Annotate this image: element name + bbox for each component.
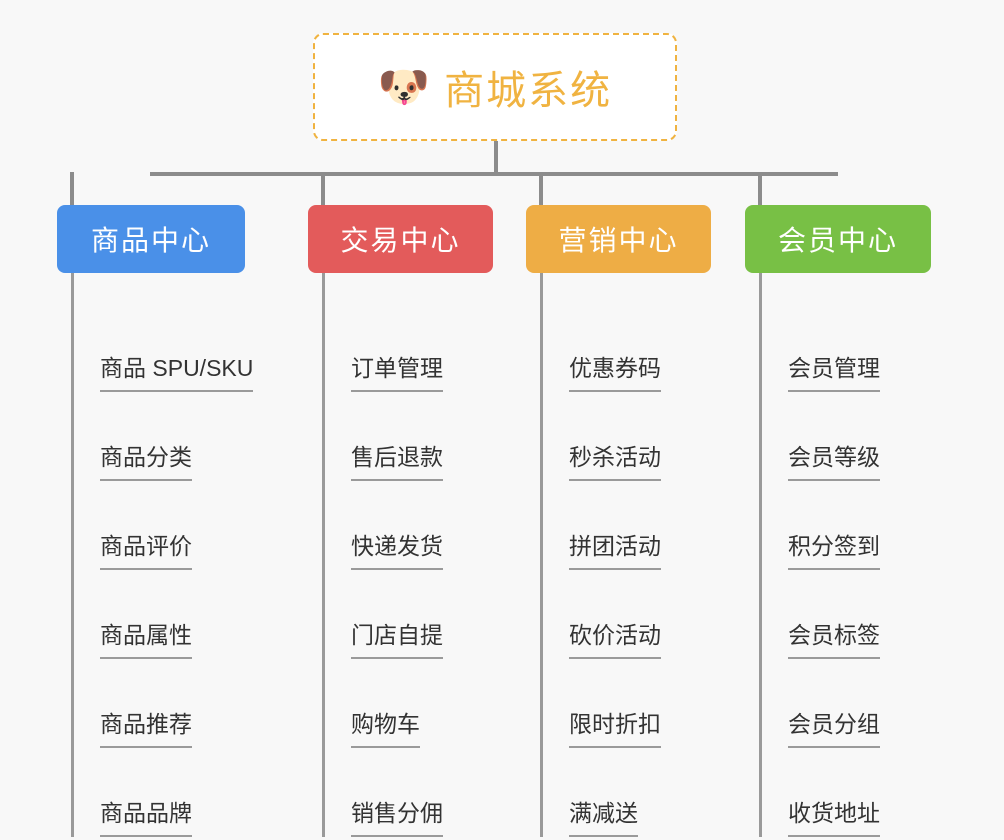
column-3: 营销中心优惠券码秒杀活动拼团活动砍价活动限时折扣满减送: [526, 205, 711, 837]
list-item[interactable]: 优惠券码: [526, 303, 711, 392]
list-item[interactable]: 会员标签: [745, 570, 931, 659]
list-item-label: 限时折扣: [569, 705, 661, 748]
column-header-3[interactable]: 营销中心: [526, 205, 711, 273]
item-list-4: 会员管理会员等级积分签到会员标签会员分组收货地址: [745, 303, 931, 837]
list-item[interactable]: 商品品牌: [57, 748, 245, 837]
column-spine-1: [71, 273, 74, 837]
list-item-label: 收货地址: [788, 794, 880, 837]
list-item-label: 拼团活动: [569, 527, 661, 570]
list-item[interactable]: 售后退款: [308, 392, 493, 481]
list-item-label: 售后退款: [351, 438, 443, 481]
list-item[interactable]: 商品分类: [57, 392, 245, 481]
column-2: 交易中心订单管理售后退款快递发货门店自提购物车销售分佣: [308, 205, 493, 837]
column-spine-2: [322, 273, 325, 837]
list-item[interactable]: 会员等级: [745, 392, 931, 481]
connector-drop-4: [758, 172, 762, 208]
list-item-label: 购物车: [351, 705, 420, 748]
list-item[interactable]: 积分签到: [745, 481, 931, 570]
list-item-label: 商品属性: [100, 616, 192, 659]
root-node[interactable]: 🐶 商城系统: [313, 33, 677, 141]
list-item-label: 商品品牌: [100, 794, 192, 837]
dog-face-icon: 🐶: [377, 63, 431, 110]
list-item[interactable]: 秒杀活动: [526, 392, 711, 481]
list-item[interactable]: 会员分组: [745, 659, 931, 748]
list-item-label: 订单管理: [351, 349, 443, 392]
column-body-2: 订单管理售后退款快递发货门店自提购物车销售分佣: [308, 273, 493, 837]
root-node-title: 商城系统: [444, 69, 613, 113]
list-item-label: 商品分类: [100, 438, 192, 481]
item-list-1: 商品 SPU/SKU 商品分类商品评价商品属性商品推荐商品品牌: [57, 303, 254, 837]
column-header-2[interactable]: 交易中心: [308, 205, 493, 273]
list-item-label: 门店自提: [351, 616, 443, 659]
column-4: 会员中心会员管理会员等级积分签到会员标签会员分组收货地址: [745, 205, 931, 837]
connector-horizontal-bus: [150, 172, 838, 176]
list-item-label: 积分签到: [788, 527, 880, 570]
list-item[interactable]: 会员管理: [745, 303, 931, 392]
list-item[interactable]: 订单管理: [308, 303, 493, 392]
column-body-1: 商品 SPU/SKU 商品分类商品评价商品属性商品推荐商品品牌: [57, 273, 254, 837]
list-item[interactable]: 购物车: [308, 659, 493, 748]
list-item[interactable]: 商品属性: [57, 570, 245, 659]
list-item-label: 会员标签: [788, 616, 880, 659]
connector-root-stem: [494, 141, 498, 174]
connector-drop-1: [70, 172, 74, 208]
list-item[interactable]: 快递发货: [308, 481, 493, 570]
item-list-3: 优惠券码秒杀活动拼团活动砍价活动限时折扣满减送: [526, 303, 711, 837]
list-item[interactable]: 收货地址: [745, 748, 931, 837]
item-list-2: 订单管理售后退款快递发货门店自提购物车销售分佣: [308, 303, 493, 837]
column-spine-4: [759, 273, 762, 837]
list-item-label: 优惠券码: [569, 349, 661, 392]
list-item[interactable]: 满减送: [526, 748, 711, 837]
column-body-4: 会员管理会员等级积分签到会员标签会员分组收货地址: [745, 273, 931, 837]
list-item-label: 会员分组: [788, 705, 880, 748]
list-item[interactable]: 商品评价: [57, 481, 245, 570]
list-item-label: 商品推荐: [100, 705, 192, 748]
list-item-label: 秒杀活动: [569, 438, 661, 481]
column-header-4[interactable]: 会员中心: [745, 205, 931, 273]
list-item-label: 会员管理: [788, 349, 880, 392]
list-item[interactable]: 门店自提: [308, 570, 493, 659]
list-item-label: 商品 SPU/SKU: [100, 349, 254, 392]
connector-drop-2: [321, 172, 325, 208]
list-item[interactable]: 限时折扣: [526, 659, 711, 748]
list-item-label: 快递发货: [351, 527, 443, 570]
list-item-label: 砍价活动: [569, 616, 661, 659]
list-item-label: 销售分佣: [351, 794, 443, 837]
list-item-label: 会员等级: [788, 438, 880, 481]
list-item[interactable]: 砍价活动: [526, 570, 711, 659]
list-item[interactable]: 商品推荐: [57, 659, 245, 748]
column-1: 商品中心商品 SPU/SKU 商品分类商品评价商品属性商品推荐商品品牌: [57, 205, 254, 837]
list-item[interactable]: 销售分佣: [308, 748, 493, 837]
list-item-label: 满减送: [569, 794, 638, 837]
list-item[interactable]: 商品 SPU/SKU: [57, 303, 254, 392]
column-body-3: 优惠券码秒杀活动拼团活动砍价活动限时折扣满减送: [526, 273, 711, 837]
list-item-label: 商品评价: [100, 527, 192, 570]
column-header-1[interactable]: 商品中心: [57, 205, 245, 273]
column-spine-3: [540, 273, 543, 837]
connector-drop-3: [539, 172, 543, 208]
list-item[interactable]: 拼团活动: [526, 481, 711, 570]
